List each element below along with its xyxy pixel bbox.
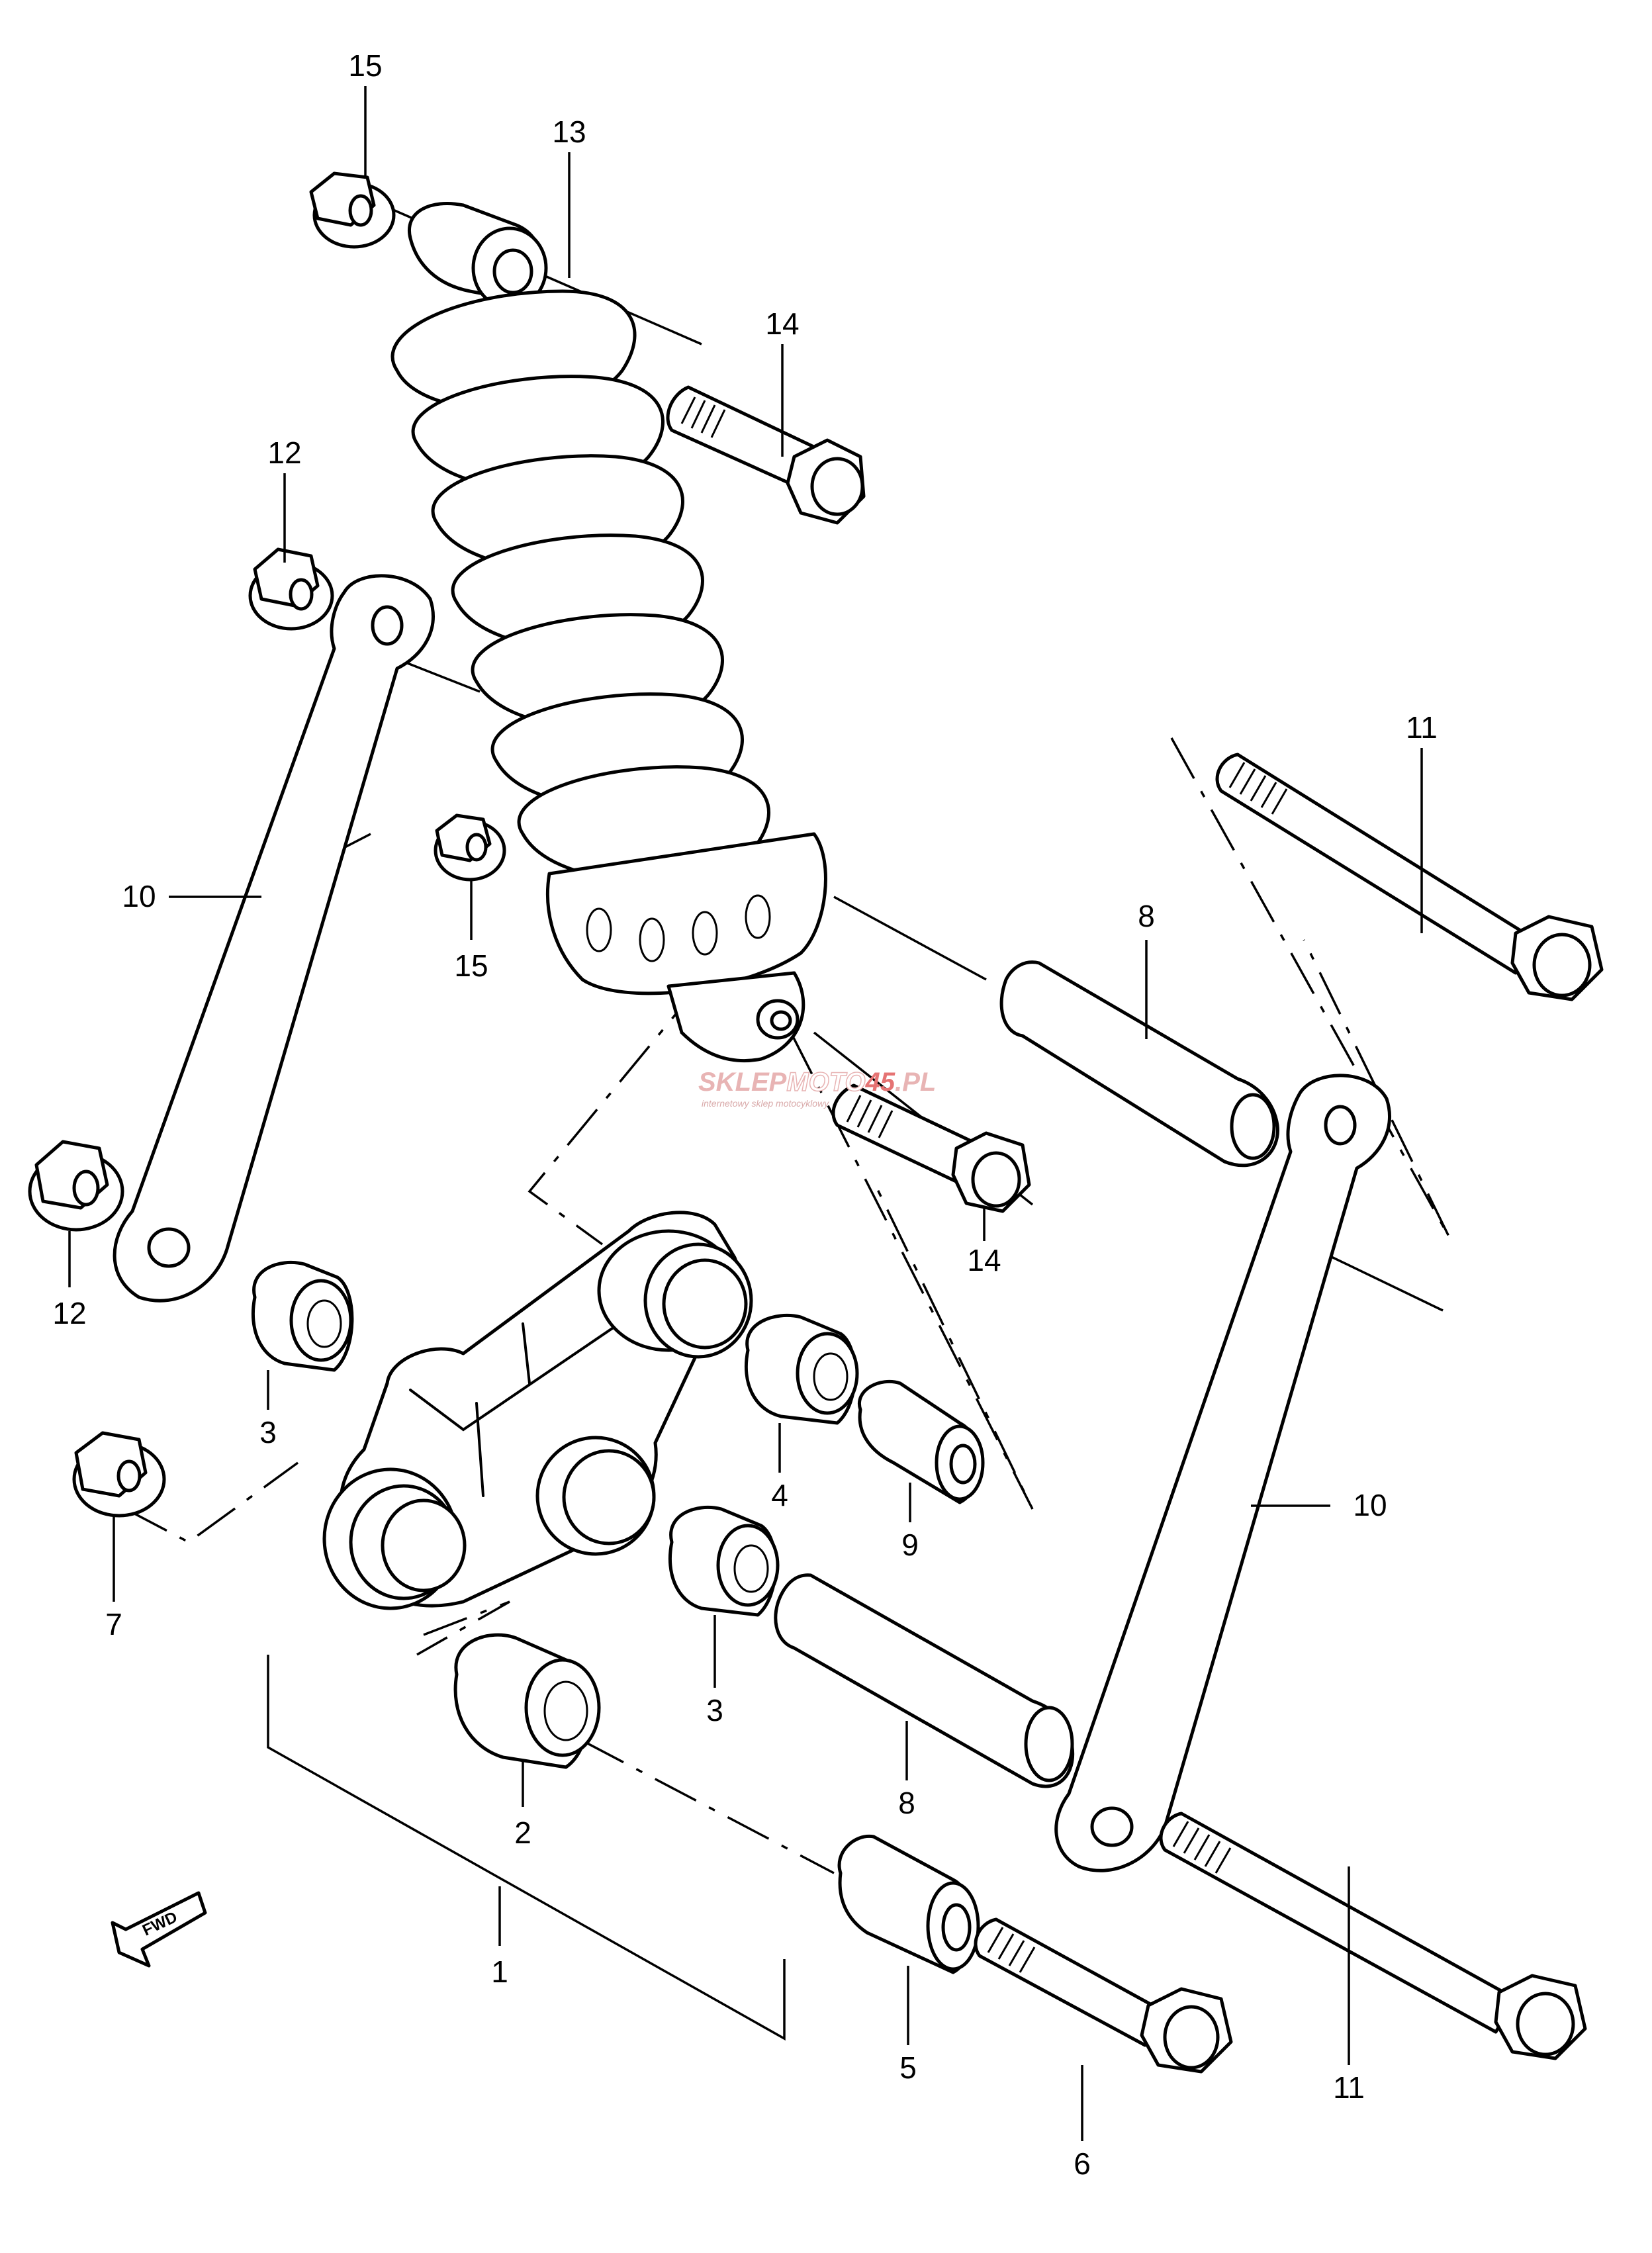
bolt-14-lower [831, 1083, 1031, 1213]
bolt-14-upper [666, 385, 866, 525]
flange-nut-12-lower [28, 1140, 124, 1232]
callout-8-lower: 8 [898, 1786, 915, 1820]
callout-3-upper: 3 [259, 1415, 277, 1449]
needle-bearing-3-upper [251, 1260, 354, 1372]
callout-12-upper: 12 [267, 436, 301, 470]
shock-absorber-13 [390, 201, 827, 1063]
needle-bearing-2 [453, 1633, 601, 1769]
svg-text:SKLEPMOTO45.PL: SKLEPMOTO45.PL [698, 1068, 936, 1097]
spacer-9 [857, 1379, 985, 1504]
watermark-brand-a: SKLEP [698, 1068, 787, 1097]
callout-3-lower: 3 [706, 1693, 723, 1727]
needle-bearing-3-lower [668, 1505, 780, 1617]
needle-bearing-4 [744, 1313, 859, 1425]
callout-5: 5 [899, 2050, 917, 2085]
callout-8-upper: 8 [1138, 899, 1155, 933]
callout-15-top: 15 [348, 48, 382, 83]
flange-nut-12-upper [248, 547, 334, 631]
bolt-11-upper [1215, 753, 1604, 1001]
callout-6: 6 [1074, 2146, 1091, 2181]
callout-14-upper: 14 [765, 306, 799, 341]
spacer-sleeve-8-upper [999, 960, 1279, 1168]
callout-1: 1 [491, 1954, 508, 1989]
flange-nut-7 [72, 1431, 166, 1518]
watermark-brand-c: 45 [865, 1068, 895, 1097]
bolt-6 [974, 1917, 1233, 2074]
callout-15-lower: 15 [454, 948, 488, 983]
callout-12-lower: 12 [52, 1296, 86, 1330]
callout-11-upper: 11 [1406, 710, 1438, 745]
callout-2: 2 [514, 1816, 531, 1850]
tie-rod-10-right [1054, 1074, 1391, 1872]
watermark-tagline: internetowy sklep motocyklowy [702, 1098, 829, 1109]
cushion-lever-1 [322, 1211, 753, 1610]
watermark: SKLEPMOTO45.PL internetowy sklep motocyk… [698, 1067, 936, 1109]
callout-labels: 15 13 14 12 11 10 15 8 14 12 3 4 9 10 7 … [52, 48, 1437, 2181]
callout-14-lower: 14 [967, 1243, 1001, 1277]
callout-10-left: 10 [122, 879, 156, 913]
flange-nut-15-top [309, 171, 396, 249]
spacer-sleeve-8-lower [774, 1573, 1075, 1788]
flange-nut-15-lower [434, 813, 506, 882]
callout-9: 9 [901, 1528, 919, 1562]
callout-10-right: 10 [1353, 1488, 1387, 1522]
spacer-5 [837, 1834, 980, 1974]
callout-11-lower: 11 [1333, 2070, 1365, 2105]
callout-13: 13 [552, 115, 586, 149]
callout-7: 7 [105, 1607, 122, 1641]
watermark-brand-b: MOTO [786, 1068, 865, 1097]
fwd-arrow-icon: FWD [111, 1891, 207, 1968]
callout-4: 4 [771, 1478, 788, 1512]
watermark-brand-d: .PL [895, 1068, 936, 1097]
callout-leaders [68, 86, 1423, 2141]
tie-rod-10-left [113, 574, 435, 1303]
bolt-11-lower [1159, 1812, 1587, 2060]
